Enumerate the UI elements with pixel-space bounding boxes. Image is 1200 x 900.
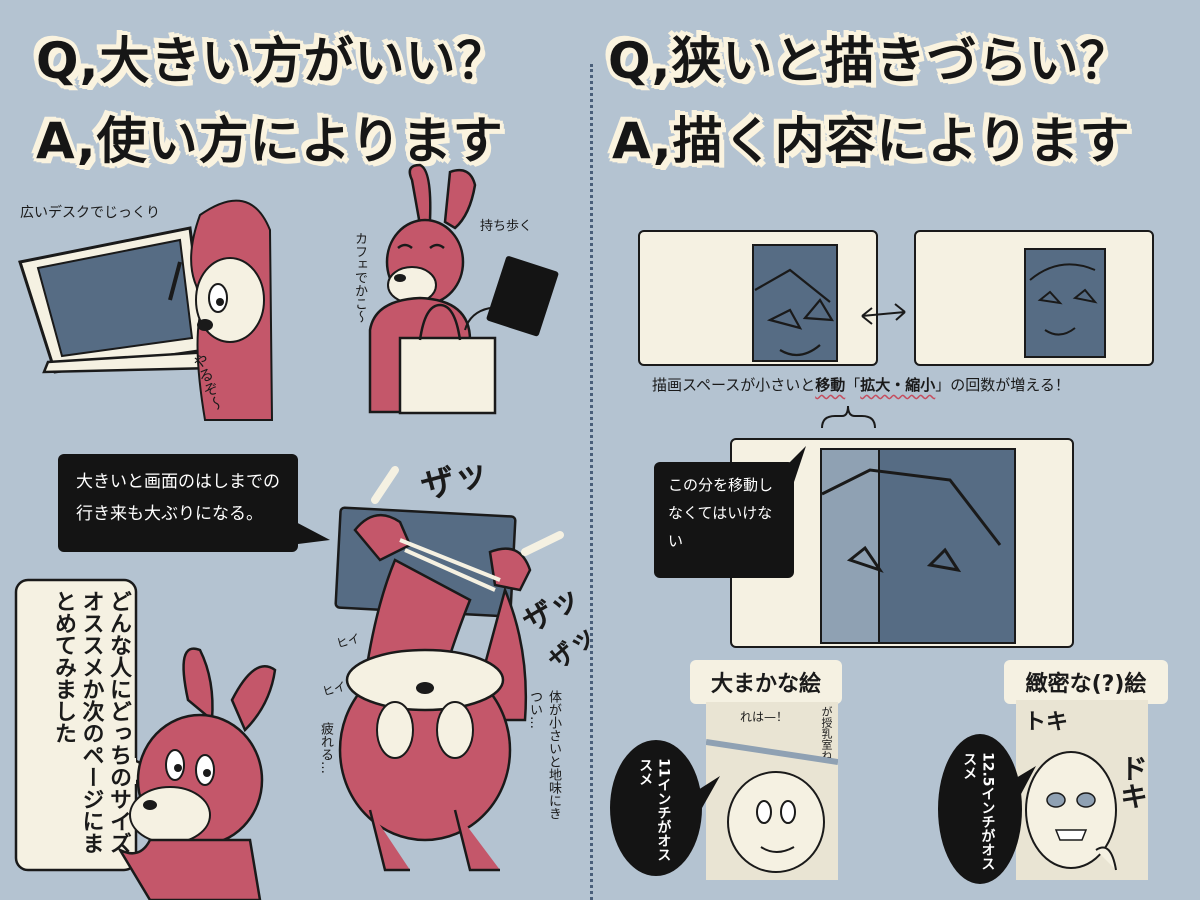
bubble-11-inch: 11インチがオススメ xyxy=(610,740,702,876)
thumb-fine-sfx-2: トキ xyxy=(1024,710,1069,735)
caption-suffix: の回数が増える！ xyxy=(950,376,1070,394)
caption-zoom: 拡大・縮小 xyxy=(860,376,936,394)
left-title-question: Q,大きい方がいい？ xyxy=(36,32,508,90)
thumb-rough-text-2: が授乳室ね xyxy=(820,706,833,761)
thumb-rough-text-1: れは—！ xyxy=(740,710,789,724)
thumb-rough: れは—！ が授乳室ね xyxy=(706,702,838,880)
caption-prefix: 描画スペースが小さいと xyxy=(652,376,816,394)
bubble-must-move: この分を移動しなくてはいけない xyxy=(654,462,794,578)
left-title-answer: A,使い方によります xyxy=(36,112,504,170)
screen-zoomed xyxy=(752,244,838,362)
label-fine: 緻密な(?)絵 xyxy=(1004,660,1168,704)
desk-tablet-illustration xyxy=(18,199,274,421)
brace-icon xyxy=(821,405,876,429)
bubble-tail xyxy=(290,520,330,545)
panel-small-canvas xyxy=(638,230,878,366)
thumb-fine-drawing xyxy=(1025,751,1117,871)
label-rough: 大まかな絵 xyxy=(690,660,842,704)
right-title-answer: A,描く内容によります xyxy=(612,112,1131,170)
panel-small-canvas-zoomed-out xyxy=(914,230,1154,366)
rec-125-text: 12.5インチがオススメ xyxy=(961,752,996,871)
page-divider xyxy=(590,64,593,900)
rec-11-text: 11インチがオススメ xyxy=(637,758,672,862)
thumb-fine: トキ ドキ xyxy=(1016,700,1148,880)
cafe-bunny-illustration xyxy=(368,163,559,415)
right-title-question: Q,狭いと描きづらい？ xyxy=(608,32,1131,90)
note-cafe: カフェでかこ〜 xyxy=(352,232,367,323)
scratching-character-illustration xyxy=(334,466,564,872)
caption-line: 描画スペースが小さいと移動「拡大・縮小」の回数が増える！ xyxy=(652,376,1070,394)
bubble-125-inch: 12.5インチがオススメ xyxy=(938,734,1022,884)
thumb-fine-sfx: ドキ xyxy=(1116,754,1148,810)
bottom-bunny-illustration xyxy=(116,647,277,900)
note-small-body: 体が小さいと地味にきつい… xyxy=(527,690,561,820)
caption-move: 移動 xyxy=(815,376,846,394)
bubble-big-screen: 大きいと画面のはしまでの行き来も大ぶりになる。 xyxy=(58,454,298,552)
note-big-desk: 広いデスクでじっくり xyxy=(20,205,160,221)
note-carry: 持ち歩く xyxy=(480,219,533,234)
double-arrow-icon xyxy=(861,303,906,325)
note-tired: 疲れる… xyxy=(318,722,333,774)
screen-zoomed-out xyxy=(1024,248,1106,358)
thumb-rough-drawing xyxy=(706,739,838,873)
recommend-vertical-text: どんな人にどっちのサイズオススメか次のページにまとめてみました xyxy=(51,590,131,854)
